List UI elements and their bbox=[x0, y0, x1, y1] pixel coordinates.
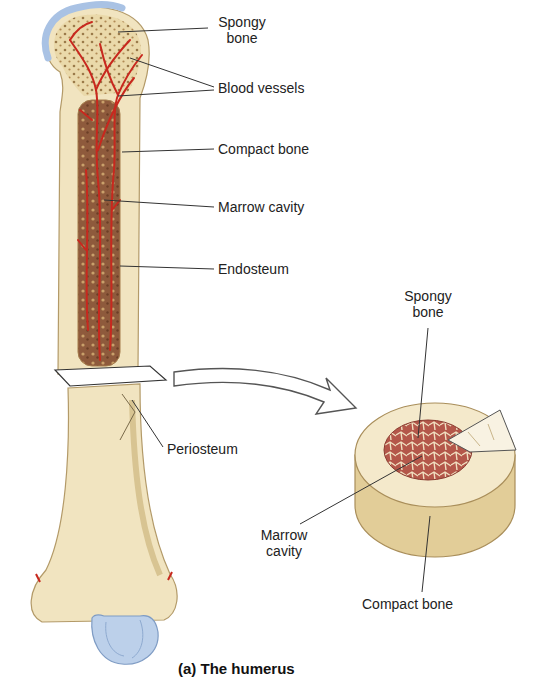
distal-cartilage bbox=[92, 615, 158, 664]
cutout-detail bbox=[468, 424, 494, 446]
section-marrow bbox=[384, 420, 472, 480]
part-label: Marrow cavity bbox=[218, 199, 304, 215]
part-label: Marrow cavity bbox=[244, 527, 324, 559]
part-label: Blood vessels bbox=[218, 80, 304, 96]
vessel-stub bbox=[36, 572, 172, 582]
part-label: Spongy bone bbox=[396, 288, 460, 320]
part-label: Spongy bone bbox=[210, 14, 274, 46]
blood-vessels bbox=[70, 22, 142, 360]
section-cutout bbox=[448, 410, 516, 452]
part-label: Periosteum bbox=[167, 441, 238, 457]
section-arrow bbox=[174, 369, 356, 414]
upper-shaft bbox=[45, 7, 149, 374]
spongy-head bbox=[54, 15, 141, 96]
part-label: Compact bone bbox=[362, 596, 453, 612]
shaft-shading bbox=[132, 400, 160, 575]
figure-caption: (a) The humerus bbox=[178, 660, 295, 677]
part-label: Compact bone bbox=[218, 141, 309, 157]
lower-shaft bbox=[31, 384, 177, 622]
section-top bbox=[355, 403, 515, 507]
leader-lines bbox=[104, 28, 430, 592]
part-label: Endosteum bbox=[218, 261, 289, 277]
cartilage-shading bbox=[106, 620, 143, 658]
section-plane bbox=[55, 366, 166, 386]
articular-cartilage bbox=[45, 5, 122, 58]
